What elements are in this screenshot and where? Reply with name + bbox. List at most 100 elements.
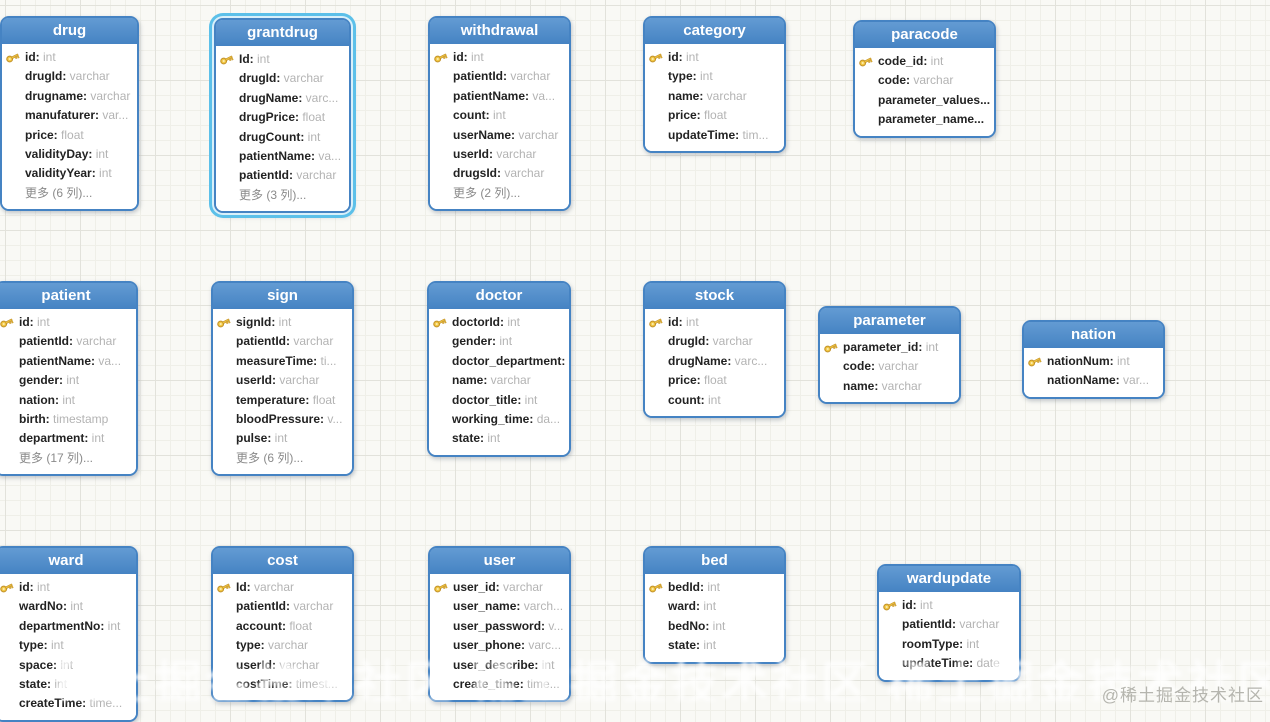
column-row: drugsId: varchar [430,164,569,183]
column-name: user_password: [453,618,546,633]
table-title[interactable]: user [430,548,569,574]
column-type: int [496,334,513,349]
column-type: int [704,580,721,594]
column-row: name: varchar [429,371,569,390]
column-type: int [489,108,506,123]
column-row: state: int [0,675,136,694]
more-columns-row[interactable]: 更多 (2 列)... [453,185,521,200]
column-type: int [304,129,321,144]
column-name: Id: [236,580,251,594]
table-title[interactable]: nation [1024,322,1163,348]
column-row: updateTime: date [879,654,1019,673]
column-type: varc... [302,90,339,105]
table-title[interactable]: doctor [429,283,569,309]
table-title[interactable]: drug [2,18,137,44]
column-name: patientName: [239,148,316,163]
table-title[interactable]: paracode [855,22,994,48]
table-title[interactable]: patient [0,283,136,309]
column-type: float [57,127,84,142]
column-row: ward: int [645,597,784,616]
column-name: user_describe: [453,657,539,672]
column-row: bloodPressure: v... [213,410,352,429]
column-row: patientId: varchar [216,166,349,185]
column-type: int [271,431,288,446]
column-name: price: [25,127,58,142]
column-row: id: int [430,48,569,67]
column-name: id: [668,50,683,64]
column-row: nation: int [0,391,136,410]
column-row: price: float [645,371,784,390]
column-row: roomType: int [879,635,1019,654]
column-row: parameter_values... [855,91,994,110]
table-title[interactable]: sign [213,283,352,309]
column-name: name: [843,378,879,393]
column-name: costTime: [236,676,293,691]
column-row: user_phone: varc... [430,636,569,655]
column-type: v... [324,411,343,426]
column-row: patientId: varchar [213,332,352,351]
column-row: id: int [0,578,136,597]
column-name: parameter_name... [878,112,985,127]
more-columns-row[interactable]: 更多 (6 列)... [25,185,93,200]
column-name: patientName: [453,88,530,103]
column-type: var... [99,108,129,123]
column-name: signId: [236,315,276,329]
column-row: patientName: va... [216,147,349,166]
table-title[interactable]: grantdrug [216,20,349,46]
column-name: drugId: [239,71,281,86]
column-name: code: [878,73,911,88]
table-title[interactable]: category [645,18,784,44]
column-type: int [521,392,538,407]
column-type: varchar [703,88,747,103]
primary-key-icon [217,318,231,328]
column-row: create_time: time... [430,675,569,694]
column-row: drugId: varchar [216,69,349,88]
column-name: userId: [236,373,277,388]
column-type: varchar [709,334,753,349]
table-title[interactable]: wardupdate [879,566,1019,592]
column-row: departmentNo: int [0,617,136,636]
column-type: varchar [499,580,544,594]
table-title[interactable]: parameter [820,308,959,334]
column-name: bloodPressure: [236,411,325,426]
column-type: int [63,373,80,388]
more-columns-row[interactable]: 更多 (17 列)... [19,450,94,465]
table-title[interactable]: withdrawal [430,18,569,44]
column-type: varchar [501,166,545,181]
primary-key-icon [0,583,14,593]
column-type: varchar [515,127,559,142]
table-title[interactable]: bed [645,548,784,574]
more-columns-row[interactable]: 更多 (3 列)... [239,187,307,202]
column-name: drugCount: [239,129,305,144]
column-type: varchar [910,73,954,88]
column-row: userId: varchar [430,145,569,164]
table-title[interactable]: ward [0,548,136,574]
column-type: ti... [317,353,337,368]
column-row: costTime: timest... [213,675,352,694]
column-type: v... [545,618,564,633]
column-type: int [700,638,717,653]
column-name: drugName: [239,90,303,105]
table-title[interactable]: stock [645,283,784,309]
table-title[interactable]: cost [213,548,352,574]
more-columns-row[interactable]: 更多 (6 列)... [236,450,304,465]
